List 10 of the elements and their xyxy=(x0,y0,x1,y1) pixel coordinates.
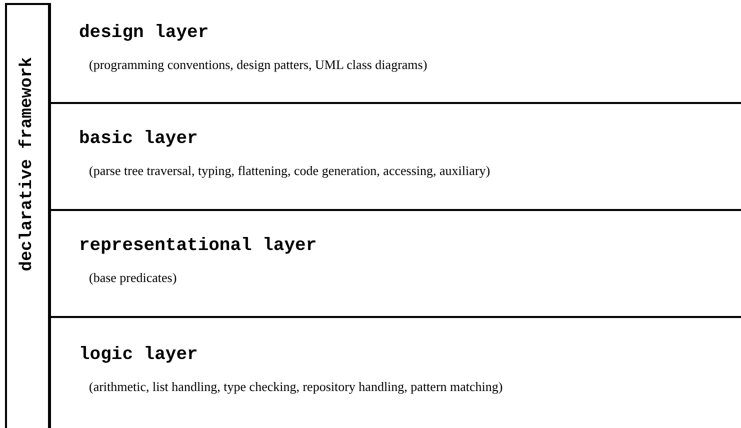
layer-title: logic layer xyxy=(79,344,198,366)
framework-column xyxy=(5,3,51,428)
layer-description: (base predicates) xyxy=(89,268,177,287)
layer-description: (parse tree traversal, typing, flattening, code generation, accessing, auxiliary) xyxy=(89,162,490,180)
framework-label: declarative framework xyxy=(19,57,36,272)
layer-description: (programming conventions, design patters, UML class diagrams) xyxy=(89,56,428,74)
layer-title: basic layer xyxy=(79,128,198,150)
layer-title: representational layer xyxy=(79,235,317,258)
layer-title: design layer xyxy=(79,22,209,44)
layer-description: (arithmetic, list handling, type checking, repository handling, pattern matching) xyxy=(89,378,503,396)
